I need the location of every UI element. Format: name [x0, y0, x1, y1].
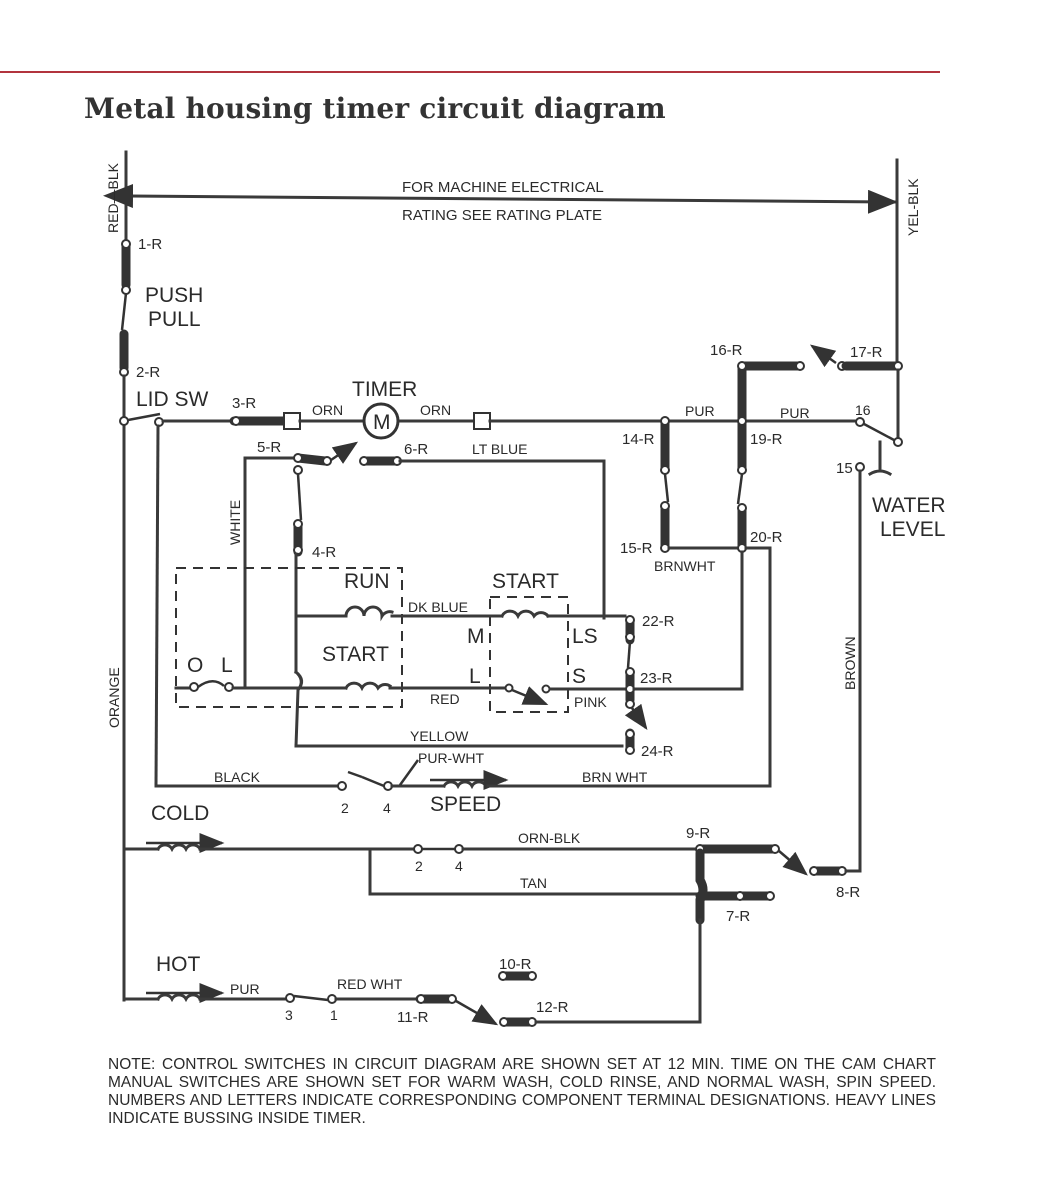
red-wht-label: RED WHT — [337, 976, 403, 992]
pur-wht-label: PUR-WHT — [418, 750, 485, 766]
terminal-11r: 11-R — [397, 1009, 429, 1026]
tan-label: TAN — [520, 875, 547, 891]
brnwht-label: BRNWHT — [654, 558, 716, 574]
ls-label: LS — [572, 625, 598, 648]
terminal-4r: 4-R — [312, 544, 336, 561]
cold-valve-line — [122, 833, 862, 1024]
terminal-3r: 3-R — [232, 395, 256, 412]
hot-terminal-1: 1 — [330, 1007, 338, 1023]
terminal-16: 16 — [855, 402, 871, 418]
pur-hot-label: PUR — [230, 981, 260, 997]
five-six-switch — [243, 441, 624, 748]
start-top-label: START — [492, 570, 559, 593]
terminal-23r: 23-R — [640, 670, 673, 687]
right-switch-bank — [660, 344, 903, 872]
terminal-20r: 20-R — [750, 529, 783, 546]
white-label: WHITE — [227, 500, 243, 545]
power-lines — [103, 150, 899, 367]
speed-terminal-4: 4 — [383, 800, 391, 816]
header-rule — [0, 71, 940, 73]
speed-terminal-2: 2 — [341, 800, 349, 816]
yel-blk-label: YEL-BLK — [905, 178, 921, 236]
lt-blue-label: LT BLUE — [472, 441, 528, 457]
lid-sw-label: LID SW — [136, 388, 209, 411]
terminal-16r: 16-R — [710, 342, 743, 359]
temp-terminal-2: 2 — [415, 858, 423, 874]
orn-blk-label: ORN-BLK — [518, 830, 581, 846]
timer-motor — [362, 402, 400, 440]
timer-label: TIMER — [352, 378, 417, 401]
orn-right-label: ORN — [420, 402, 451, 418]
terminal-8r: 8-R — [836, 884, 860, 901]
terminal-12r: 12-R — [536, 999, 569, 1016]
brn-wht-label: BRN WHT — [582, 769, 648, 785]
terminals-22-24 — [624, 615, 744, 755]
l-switch-label: L — [221, 654, 233, 677]
lid-switch — [119, 412, 232, 788]
terminal-1r: 1-R — [138, 236, 162, 253]
pur-label-a: PUR — [685, 403, 715, 419]
terminal-9r: 9-R — [686, 825, 710, 842]
terminal-15: 15 — [836, 460, 853, 477]
terminal-7r: 7-R — [726, 908, 750, 925]
terminal-22r: 22-R — [642, 613, 675, 630]
terminal-24r: 24-R — [641, 743, 674, 760]
pink-label: PINK — [574, 694, 607, 710]
orange-label: ORANGE — [106, 667, 122, 728]
motor-box — [174, 567, 627, 713]
terminal-2r: 2-R — [136, 364, 160, 381]
terminal-15r: 15-R — [620, 540, 653, 557]
black-label: BLACK — [214, 769, 261, 785]
m-label: M — [467, 625, 485, 648]
timer-line — [229, 412, 862, 430]
footnote: NOTE: CONTROL SWITCHES IN CIRCUIT DIAGRA… — [108, 1056, 936, 1127]
page-title: Metal housing timer circuit diagram — [84, 92, 666, 125]
red-blk-label: RED—BLK — [105, 162, 121, 233]
temp-terminal-4: 4 — [455, 858, 463, 874]
s-label: S — [572, 665, 586, 688]
rating-line-2: RATING SEE RATING PLATE — [402, 207, 602, 224]
push-pull-switch — [119, 239, 131, 420]
motor-m-label: M — [373, 411, 391, 434]
hot-label: HOT — [156, 953, 201, 976]
start-left-label: START — [322, 643, 389, 666]
speed-label: SPEED — [430, 793, 501, 816]
pull-label: PULL — [148, 308, 201, 331]
brown-label: BROWN — [842, 636, 858, 690]
hot-terminal-3: 3 — [285, 1007, 293, 1023]
dk-blue-label: DK BLUE — [408, 599, 468, 615]
terminal-17r: 17-R — [850, 344, 883, 361]
hot-valve-line — [122, 971, 702, 1027]
cold-label: COLD — [151, 802, 209, 825]
terminal-14r: 14-R — [622, 431, 655, 448]
red-label: RED — [430, 691, 460, 707]
push-label: PUSH — [145, 284, 203, 307]
pur-label-b: PUR — [780, 405, 810, 421]
water-label: WATER — [872, 494, 946, 517]
level-label: LEVEL — [880, 518, 945, 541]
terminal-5r: 5-R — [257, 439, 281, 456]
o-label: O — [187, 654, 203, 677]
speed-switch — [154, 759, 772, 791]
yellow-label: YELLOW — [410, 728, 469, 744]
l-label: L — [469, 665, 481, 688]
terminal-19r: 19-R — [750, 431, 783, 448]
run-label: RUN — [344, 570, 390, 593]
terminal-10r: 10-R — [499, 956, 532, 973]
orn-left-label: ORN — [312, 402, 343, 418]
rating-line-1: FOR MACHINE ELECTRICAL — [402, 179, 604, 196]
terminal-6r: 6-R — [404, 441, 428, 458]
